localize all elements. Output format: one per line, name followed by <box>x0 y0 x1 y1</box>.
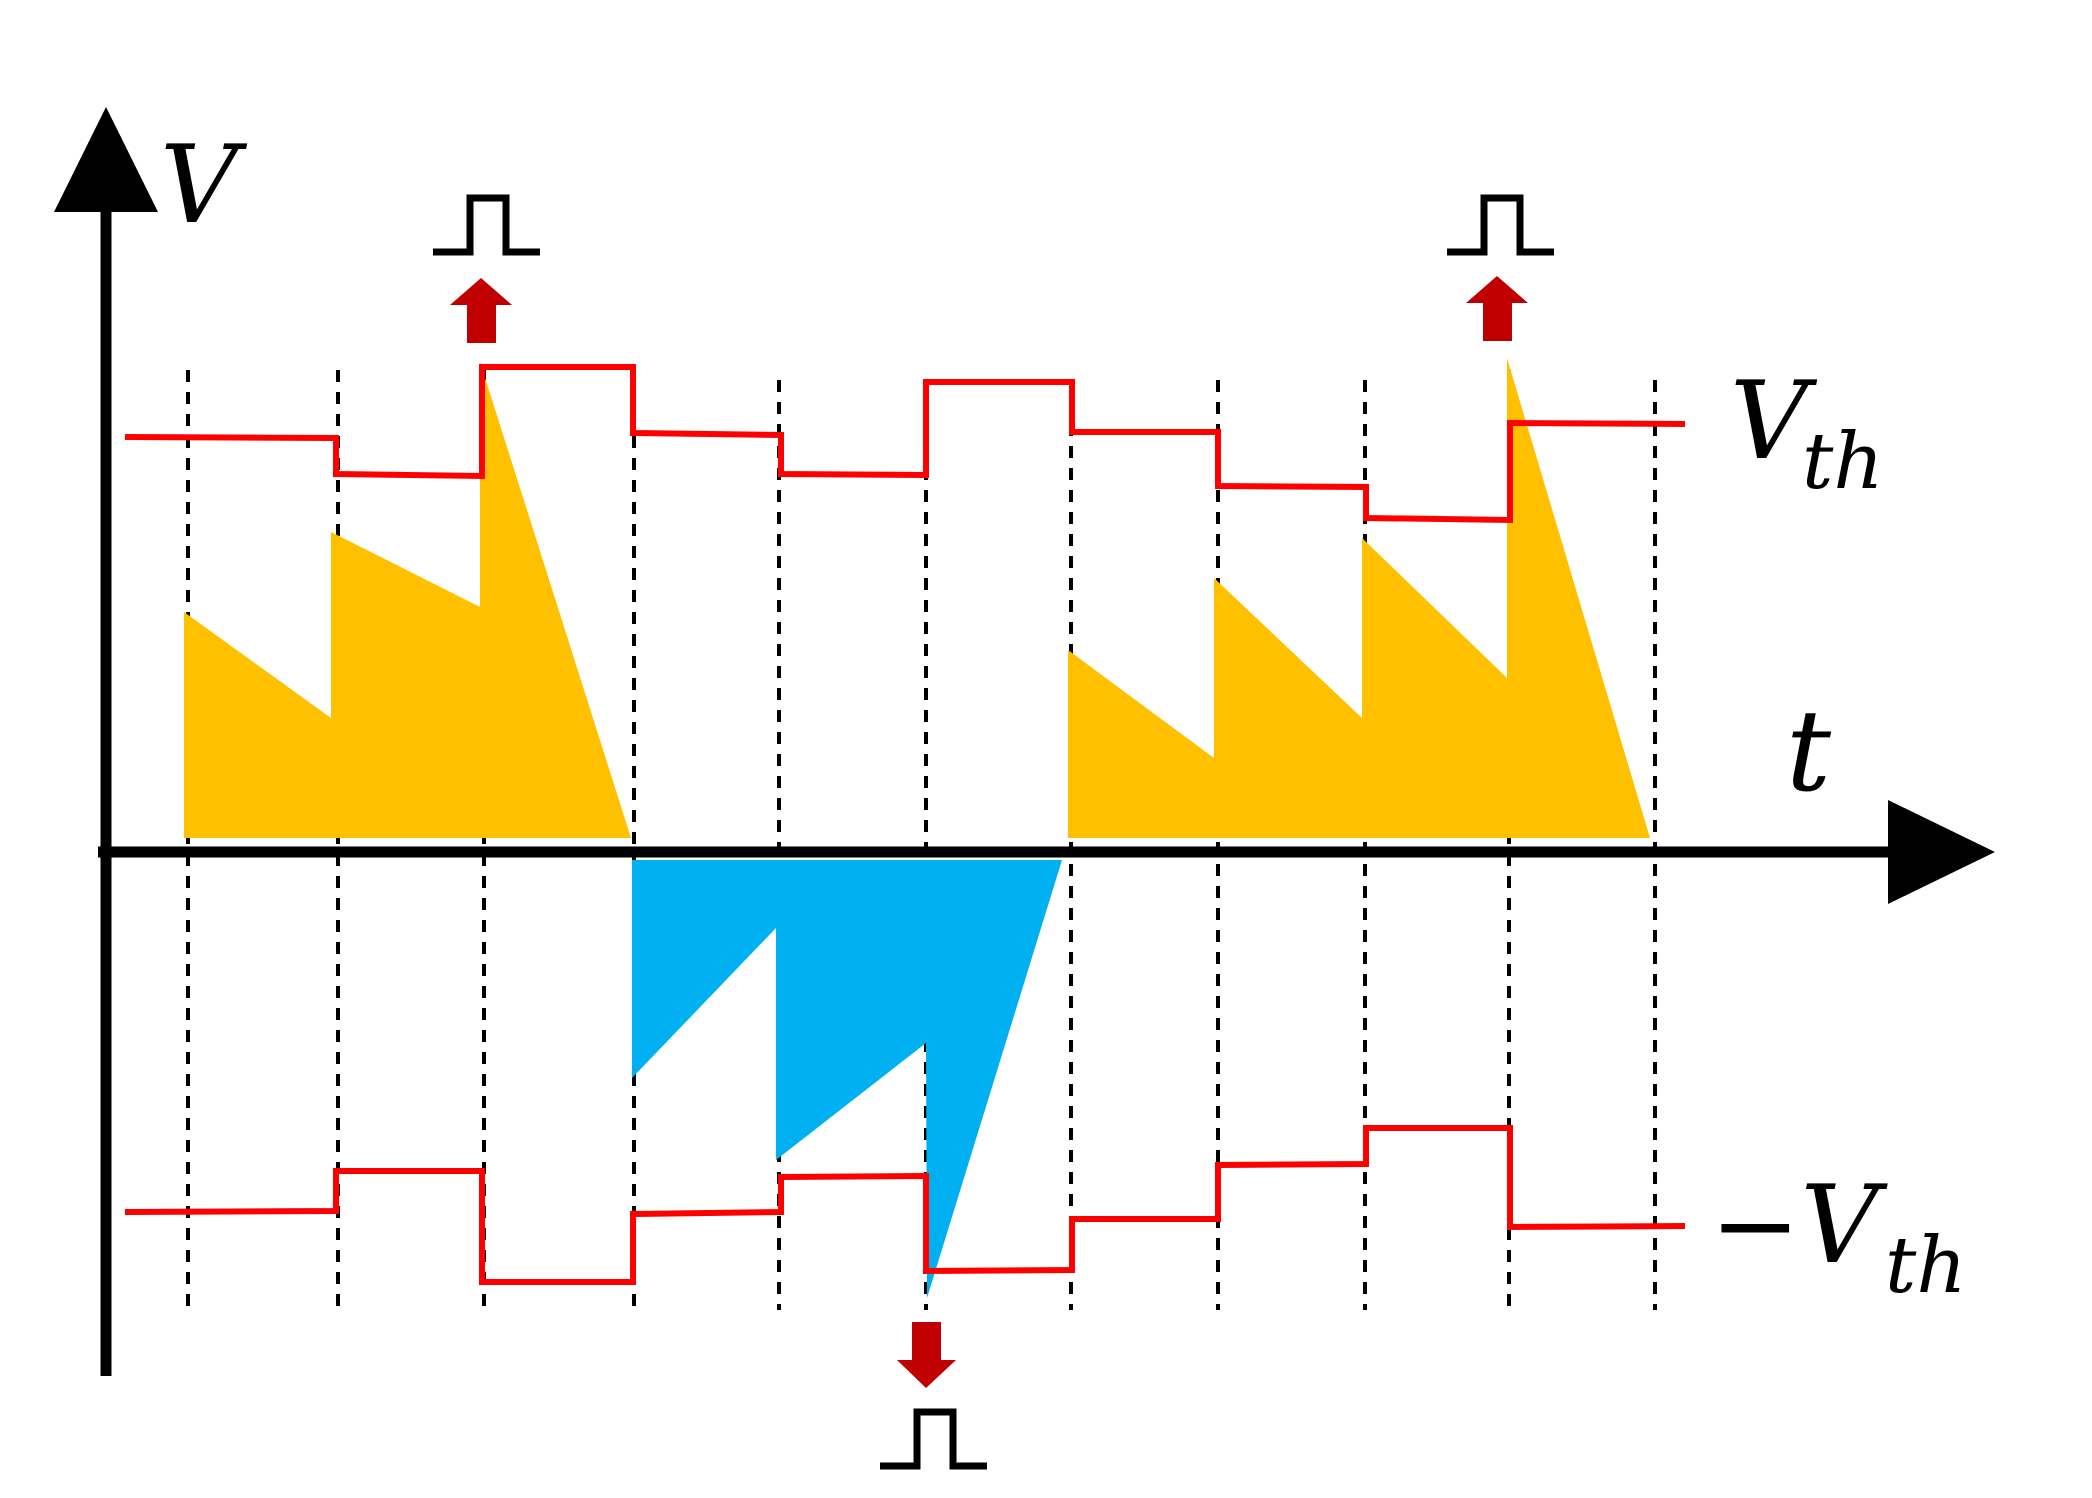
membrane-potential-positive-2 <box>1068 358 1650 838</box>
threshold-positive-label: V th <box>1730 359 1884 507</box>
spike-pulse-icon <box>433 194 540 256</box>
arrow-up-icon <box>450 278 512 343</box>
y-axis-label: V <box>160 123 248 248</box>
arrow-down-icon <box>897 1322 956 1388</box>
axes <box>54 107 1995 1376</box>
time-step-dividers <box>186 370 1657 1310</box>
threshold-negative-symbol: −V <box>1710 1163 1888 1288</box>
membrane-potential-positive-1 <box>184 362 631 838</box>
spike-pulse-icon <box>1447 194 1554 256</box>
membrane-potential-negative <box>632 860 1062 1298</box>
threshold-negative-label: −V th <box>1710 1163 1967 1311</box>
y-axis-arrowhead <box>54 107 158 212</box>
threshold-negative-subscript: th <box>1885 1221 1967 1311</box>
x-axis-label: t <box>1786 687 1832 817</box>
threshold-positive-symbol: V <box>1730 359 1818 484</box>
threshold-line-positive <box>124 364 1686 524</box>
threshold-line-negative <box>124 1125 1686 1285</box>
arrow-up-icon <box>1466 276 1528 341</box>
spike-pulse-icon <box>880 1408 987 1470</box>
x-axis-arrowhead <box>1888 800 1995 904</box>
threshold-positive-subscript: th <box>1802 417 1884 507</box>
